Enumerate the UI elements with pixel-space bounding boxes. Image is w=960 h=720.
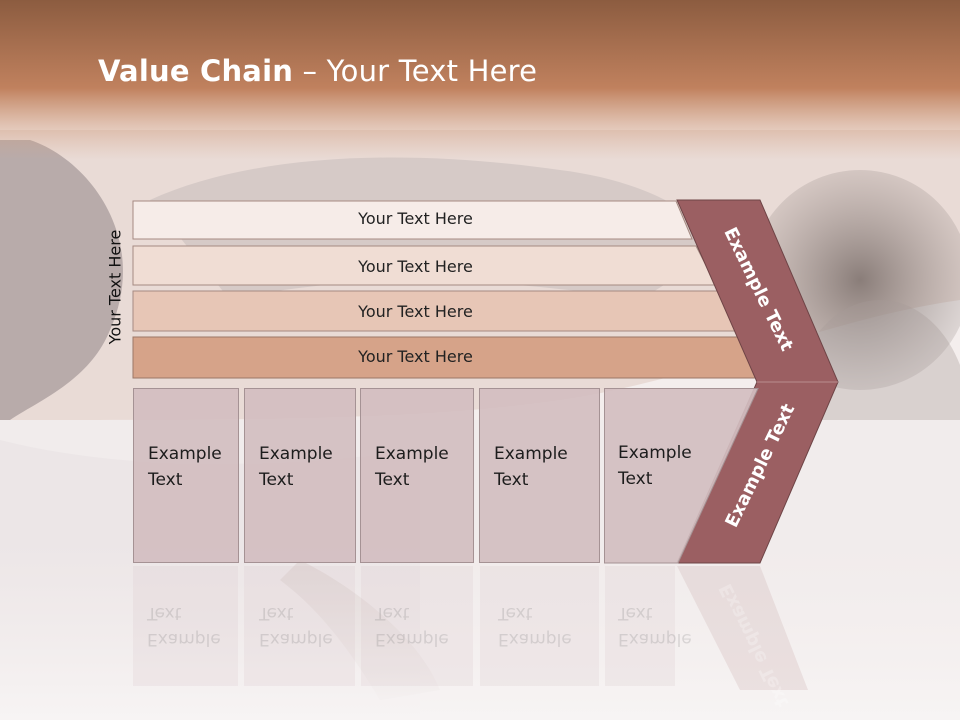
page-title: Value Chain – Your Text Here (98, 54, 537, 88)
box-3-reflection-line2: Text (375, 603, 410, 623)
activity-box-5: Example Text (604, 388, 704, 563)
box-3-line2: Text (375, 470, 410, 490)
activity-box-2: Example Text (244, 388, 356, 563)
box-3-reflection-text: Example Text (375, 600, 449, 652)
box-4-line2: Text (494, 470, 529, 490)
box-4-reflection-text: Example Text (498, 600, 572, 652)
activity-box-4: Example Text (479, 388, 600, 563)
activity-box-3: Example Text (360, 388, 474, 563)
bar-label-3: Your Text Here (358, 302, 473, 321)
activity-box-5-shape (604, 388, 759, 564)
box-4-reflection-line2: Text (498, 603, 533, 623)
bar-label-2: Your Text Here (358, 257, 473, 276)
bar-label-4: Your Text Here (358, 347, 473, 366)
box-4-reflection-line1: Example (498, 629, 572, 649)
title-bold: Value Chain (98, 54, 294, 88)
box-2-line2: Text (259, 470, 294, 490)
activity-box-1: Example Text (133, 388, 239, 563)
title-rest: – Your Text Here (293, 54, 538, 88)
box-1-reflection-line1: Example (147, 629, 221, 649)
bar-label-1: Your Text Here (358, 209, 473, 228)
box-5-line2: Text (618, 469, 653, 489)
box-3-reflection-line1: Example (375, 629, 449, 649)
box-3-line1: Example (375, 444, 449, 464)
box-5-reflection-text: Example Text (618, 600, 692, 652)
box-2-reflection-line1: Example (259, 629, 333, 649)
box-4-line1: Example (494, 444, 568, 464)
box-2-reflection-line2: Text (259, 603, 294, 623)
box-2-reflection-text: Example Text (259, 600, 333, 652)
box-2-line1: Example (259, 444, 333, 464)
box-5-reflection-line1: Example (618, 629, 692, 649)
box-1-reflection-line2: Text (147, 603, 182, 623)
box-5-reflection-line2: Text (618, 603, 653, 623)
box-1-line1: Example (148, 444, 222, 464)
box-1-line2: Text (148, 470, 183, 490)
box-1-reflection-text: Example Text (147, 600, 221, 652)
side-label: Your Text Here (105, 229, 125, 345)
box-5-line1: Example (618, 443, 692, 463)
